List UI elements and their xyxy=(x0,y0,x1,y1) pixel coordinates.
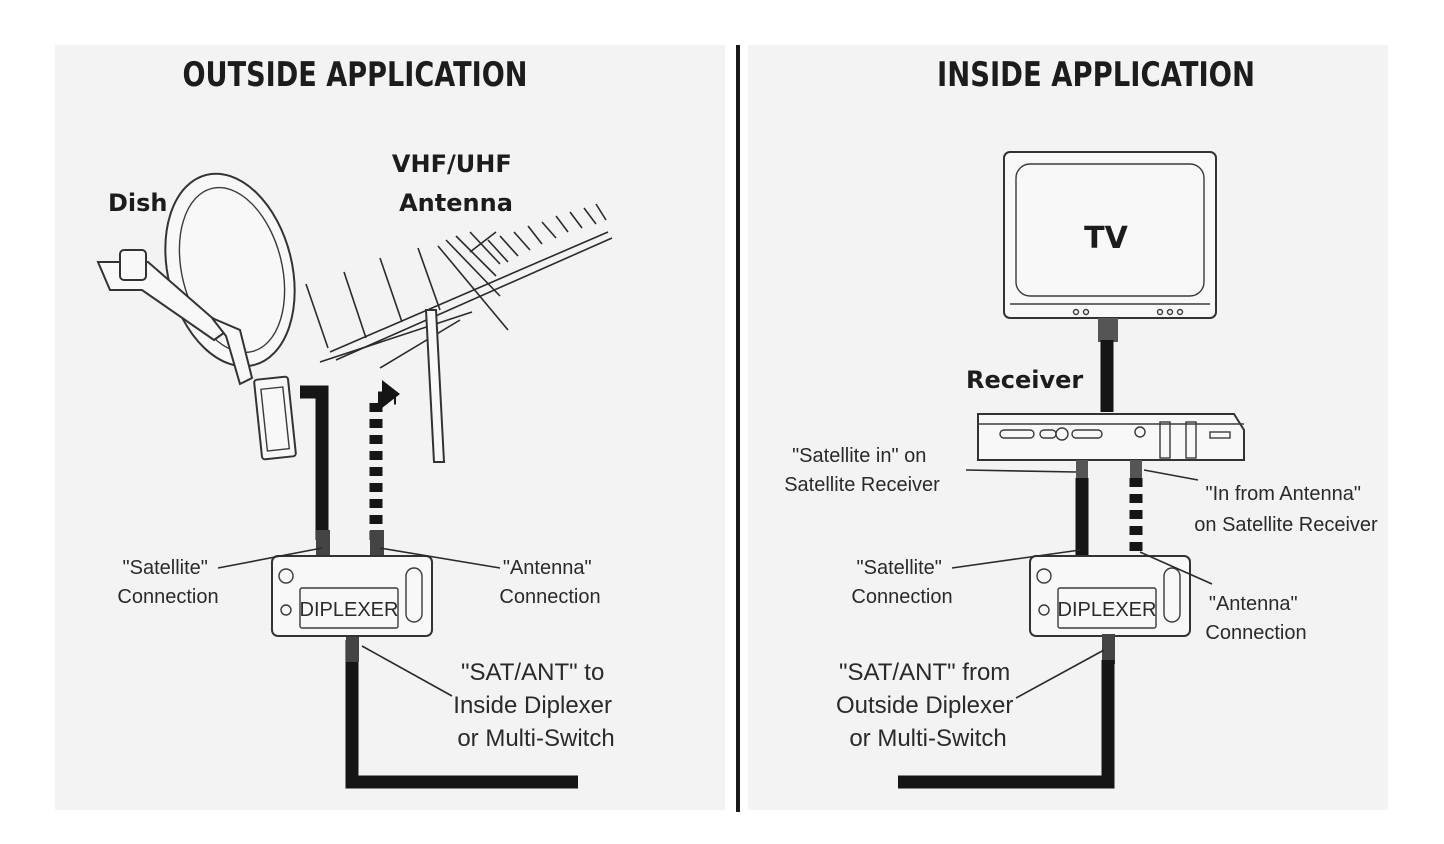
outside-diplexer: DIPLEXER xyxy=(271,555,433,637)
satellite-in-callout: "Satellite in" on Satellite Receiver xyxy=(784,445,940,496)
dish-label: Dish xyxy=(108,189,168,217)
inside-diplexer-label: DIPLEXER xyxy=(1058,599,1157,621)
outside-antenna-callout-line-1: "Antenna" xyxy=(503,557,592,579)
inside-satant-callout: "SAT/ANT" from Outside Diplexer or Multi… xyxy=(836,659,1020,752)
satellite-in-callout-line-1: "Satellite in" on xyxy=(792,445,926,467)
outside-satant-callout-line-1: "SAT/ANT" to xyxy=(461,659,604,686)
inside-antenna-callout: "Antenna" Connection xyxy=(1205,593,1306,644)
outside-satant-callout-line-3: or Multi-Switch xyxy=(457,725,614,752)
outside-panel-background xyxy=(55,45,725,810)
outside-title: OUTSIDE APPLICATION xyxy=(183,55,528,95)
tv-illustration: TV xyxy=(1003,151,1217,319)
tv-label: TV xyxy=(1084,221,1128,256)
antenna-label-line-1: VHF/UHF xyxy=(392,150,512,178)
inside-antenna-callout-line-1: "Antenna" xyxy=(1209,593,1298,615)
in-from-antenna-callout-line-1: "In from Antenna" xyxy=(1206,483,1361,505)
inside-satant-callout-line-1: "SAT/ANT" from xyxy=(839,659,1010,686)
inside-satant-cable xyxy=(898,660,1115,789)
inside-satellite-callout-line-1: "Satellite" xyxy=(857,557,942,579)
inside-satellite-callout-line-2: Connection xyxy=(851,586,952,608)
dish-cable xyxy=(300,385,329,540)
inside-title: INSIDE APPLICATION xyxy=(937,55,1255,95)
inside-antenna-callout-line-2: Connection xyxy=(1205,622,1306,644)
in-from-antenna-callout-line-2: on Satellite Receiver xyxy=(1194,514,1378,536)
in-from-antenna-callout: "In from Antenna" on Satellite Receiver xyxy=(1194,483,1378,536)
inside-diplexer: DIPLEXER xyxy=(1029,555,1191,637)
outside-satant-callout-line-2: Inside Diplexer xyxy=(453,692,612,719)
outside-antenna-callout-line-2: Connection xyxy=(499,586,600,608)
vhf-uhf-antenna-illustration xyxy=(305,203,613,463)
outside-satellite-callout-line-2: Connection xyxy=(117,586,218,608)
satellite-dish-illustration xyxy=(96,172,297,461)
outside-antenna-callout: "Antenna" Connection xyxy=(499,557,600,608)
receiver-illustration xyxy=(977,413,1245,461)
outside-satellite-callout: "Satellite" Connection xyxy=(117,557,218,608)
inside-satellite-callout: "Satellite" Connection xyxy=(851,557,952,608)
outside-satellite-callout-line-1: "Satellite" xyxy=(123,557,208,579)
inside-panel: INSIDE APPLICATION TV Receiver xyxy=(784,55,1378,789)
outside-diplexer-label: DIPLEXER xyxy=(300,599,399,621)
satellite-in-callout-line-2: Satellite Receiver xyxy=(784,474,940,496)
antenna-cable-arrow xyxy=(382,380,400,408)
inside-satant-callout-line-3: or Multi-Switch xyxy=(849,725,1006,752)
outside-panel: OUTSIDE APPLICATION Dish VHF/UHF Antenna xyxy=(96,55,618,789)
antenna-label: VHF/UHF Antenna xyxy=(392,150,520,217)
antenna-label-line-2: Antenna xyxy=(399,189,513,217)
outside-satant-callout: "SAT/ANT" to Inside Diplexer or Multi-Sw… xyxy=(453,659,618,752)
outside-satant-cable xyxy=(345,640,578,789)
receiver-label: Receiver xyxy=(966,366,1083,394)
inside-satant-callout-line-2: Outside Diplexer xyxy=(836,692,1013,719)
